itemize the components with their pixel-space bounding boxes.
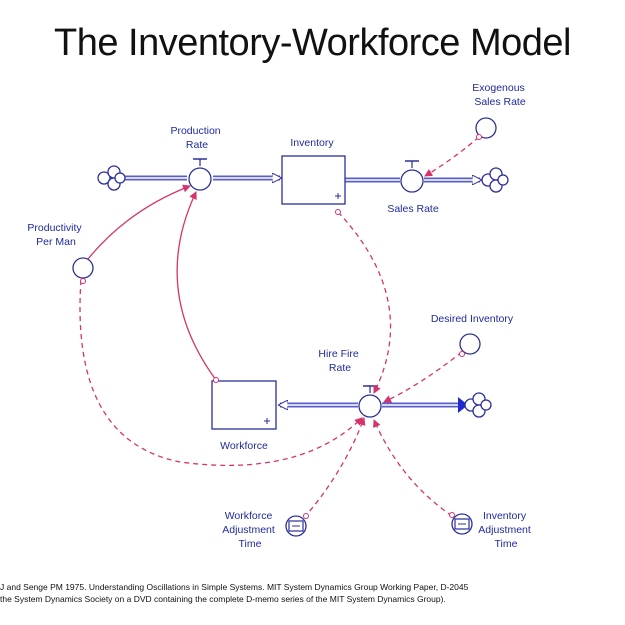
productivity-per-man-aux [72,257,94,279]
exogenous-sales-rate-aux [475,117,497,139]
workforce-adjustment-time-label: Workforce Adjustment Time [222,510,277,550]
sales-rate-valve [400,160,424,193]
link-exogenous-to-sales [424,136,480,177]
productivity-per-man-label: Productivity Per Man [27,222,84,248]
link-productivity-to-production [87,184,191,260]
footnote-line-2: the System Dynamics Society on a DVD con… [0,594,446,604]
inventory-adjustment-time-constant [451,513,473,535]
link-inventory-to-hire [337,211,392,394]
inventory-label: Inventory [290,137,334,149]
desired-inventory-label: Desired Inventory [431,313,514,325]
desired-inventory-aux [459,333,481,355]
source-cloud-icon [97,165,126,191]
workforce-label: Workforce [220,440,268,452]
link-inventory-adj-to-hire [373,419,453,517]
inventory-adjustment-time-label: Inventory Adjustment Time [478,510,533,550]
workforce-adjustment-time-constant [285,515,307,537]
hire-fire-rate-label: Hire Fire Rate [318,348,361,374]
footnote-line-1: J and Senge PM 1975. Understanding Oscil… [0,582,469,592]
inventory-stock [281,155,346,205]
link-desired-to-hire [383,351,463,403]
exogenous-sales-rate-label: Exogenous Sales Rate [472,82,527,108]
link-productivity-to-hire [79,279,363,467]
production-rate-label: Production Rate [170,125,223,151]
link-workforce-adj-to-hire [303,417,366,519]
sales-rate-label: Sales Rate [387,203,439,215]
diagram-title: The Inventory-Workforce Model [54,22,572,64]
link-workforce-to-production [176,191,217,381]
hire-fire-rate-valve [358,385,382,418]
production-rate-valve [188,158,212,191]
sales-sink-cloud-icon [481,167,509,193]
workforce-stock [211,380,277,430]
hire-fire-flow-pipe [280,397,468,413]
hire-source-cloud-icon [464,392,492,418]
